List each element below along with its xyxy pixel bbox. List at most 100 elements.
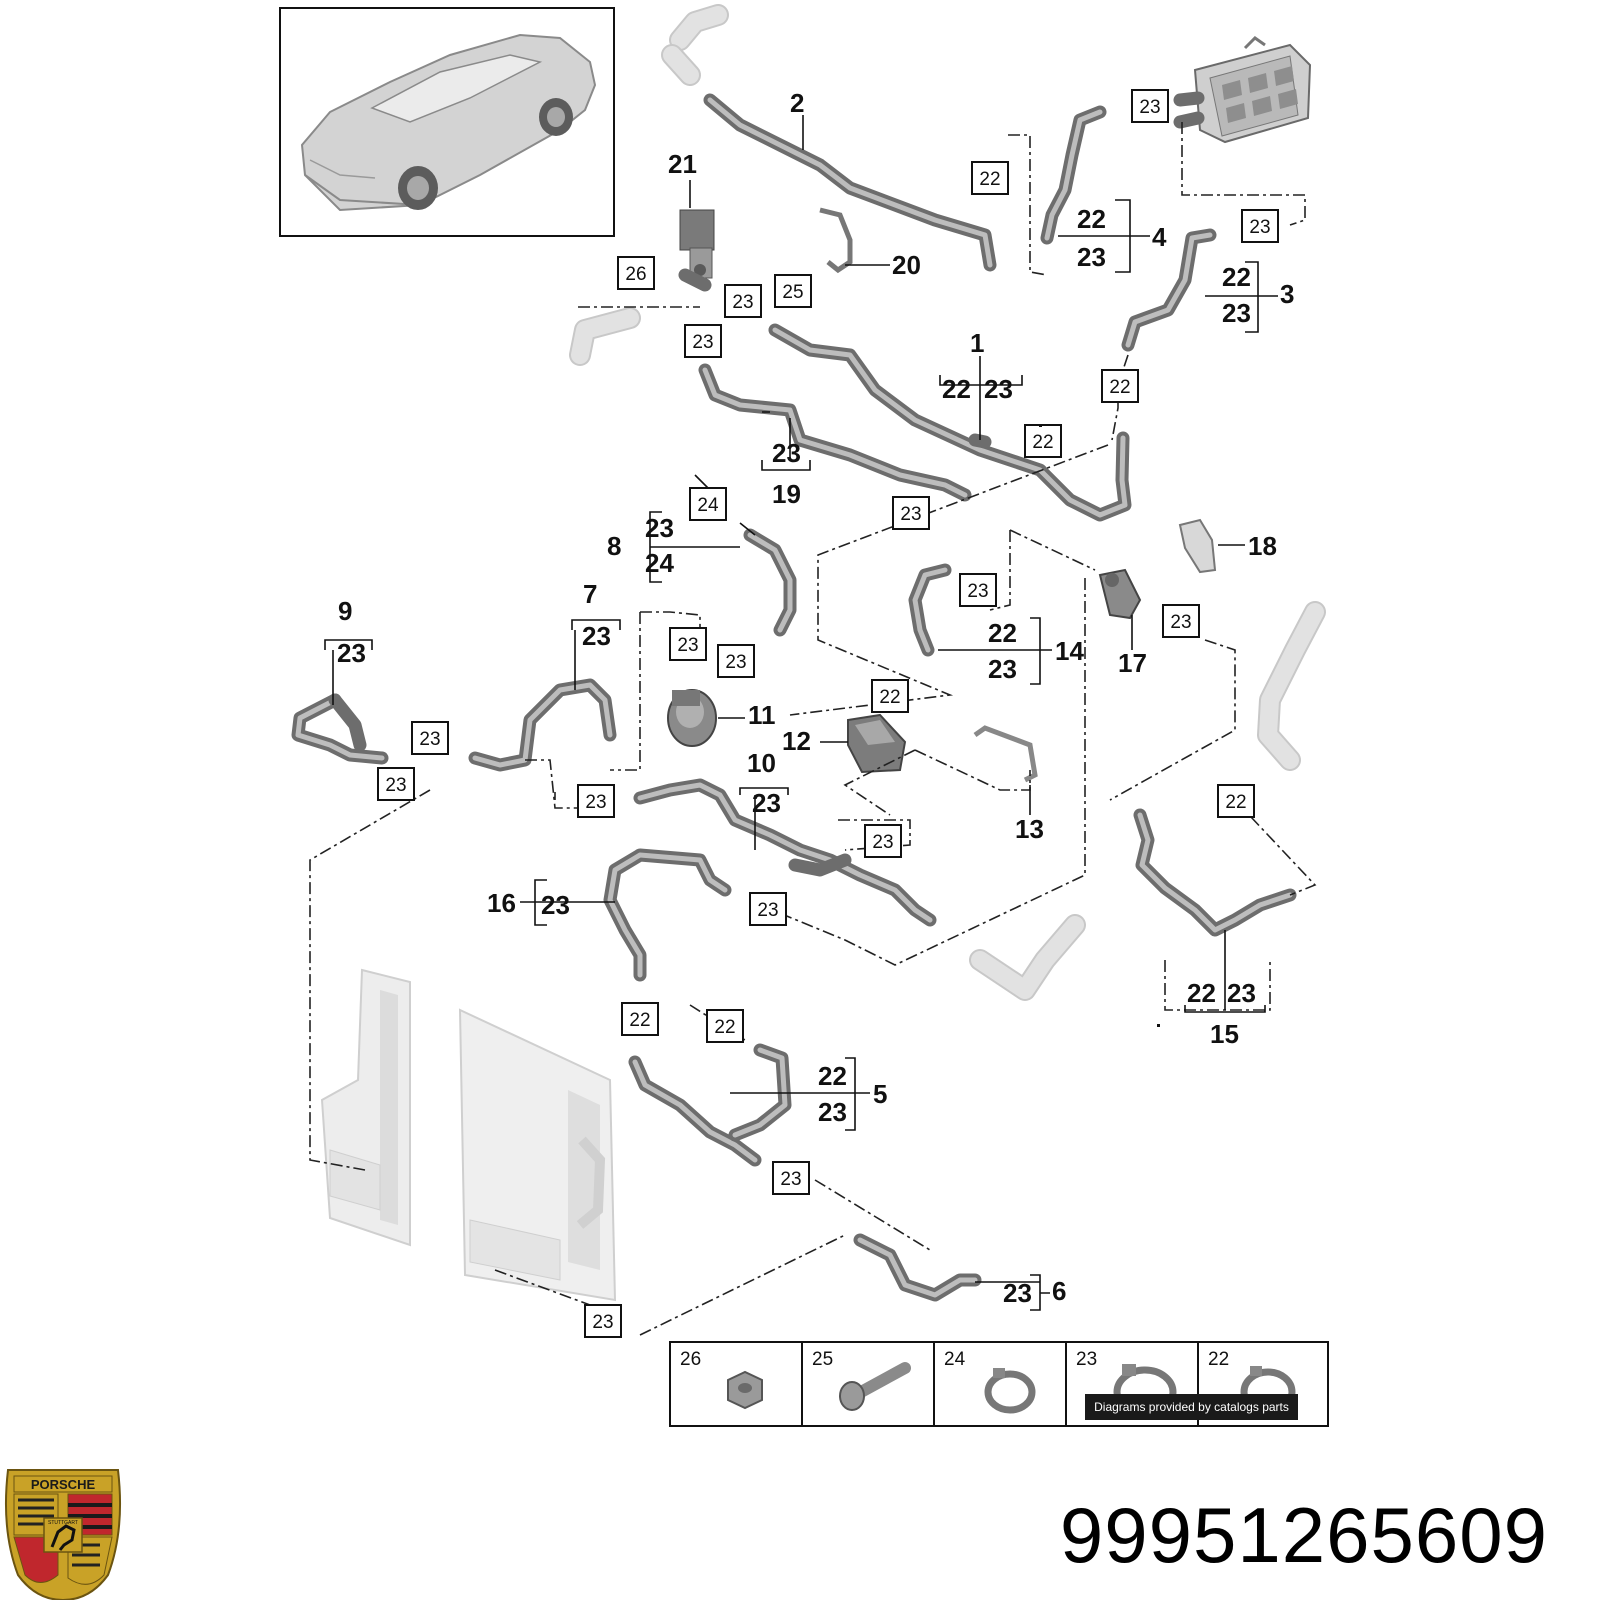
bracket-label: 22: [818, 1061, 847, 1091]
bracket-label: 23: [645, 513, 674, 543]
boxed-label: 23: [1170, 612, 1191, 633]
bracket-label: 22: [988, 618, 1017, 648]
boxed-label: 23: [1139, 97, 1160, 118]
boxed-label: 23: [592, 1312, 613, 1333]
boxed-label: 23: [900, 504, 921, 525]
boxed-label: 23: [732, 292, 753, 313]
boxed-label: 22: [629, 1010, 650, 1031]
boxed-label: 23: [677, 635, 698, 656]
legend-label: 24: [944, 1349, 966, 1370]
boxed-label: 22: [979, 169, 1000, 190]
callout-13: 13: [1015, 814, 1044, 844]
bracket-label: 24: [645, 548, 674, 578]
boxed-label: 24: [697, 495, 719, 516]
bracket-label: 23: [752, 788, 781, 818]
callout-20: 20: [892, 250, 921, 280]
callout-19: 19: [772, 479, 801, 509]
boxed-labels: 23 22 23 22 22 26 25 23 23 22 24 23 23 2…: [377, 89, 1279, 1338]
porsche-crest: PORSCHE STUTTGART: [4, 1469, 122, 1600]
part-number: 99951265609: [1059, 1491, 1548, 1579]
bracket-20: [819, 207, 853, 274]
callout-17: 17: [1118, 648, 1147, 678]
boxed-label: 23: [872, 832, 893, 853]
bracket-label: 22: [1222, 262, 1251, 292]
callout-2: 2: [790, 88, 804, 118]
bracket-label: 23: [1003, 1278, 1032, 1308]
bracket-label: 23: [1222, 298, 1251, 328]
callout-1: 1: [970, 328, 984, 358]
callout-7: 7: [583, 579, 597, 609]
coolant-hoses: [291, 93, 1297, 1302]
boxed-label: 25: [782, 282, 803, 303]
boxed-label: 23: [385, 775, 406, 796]
callout-12: 12: [782, 726, 811, 756]
boxed-label: 23: [1249, 217, 1270, 238]
callout-10: 10: [747, 748, 776, 778]
pump-12: [847, 713, 907, 774]
legend-label: 25: [812, 1349, 833, 1370]
bracket-label: 23: [988, 654, 1017, 684]
bracket-label: 22: [942, 374, 971, 404]
pump-11: [667, 689, 717, 747]
valve-21: [678, 209, 715, 292]
callout-6: 6: [1052, 1276, 1066, 1306]
bracket-label: 23: [337, 638, 366, 668]
bracket-label: 23: [818, 1097, 847, 1127]
coolant-hose-19: [698, 363, 972, 502]
callout-15: 15: [1210, 1019, 1239, 1049]
bracket-label: 23: [772, 438, 801, 468]
bracket-label: 22: [1187, 978, 1216, 1008]
crest-city-text: STUTTGART: [48, 1520, 78, 1526]
bracket-18: [1178, 518, 1217, 574]
coolant-hose-3: [1121, 228, 1217, 352]
callout-4: 4: [1152, 222, 1167, 252]
boxed-label: 23: [780, 1169, 801, 1190]
boxed-label: 22: [879, 687, 900, 708]
legend-label: 23: [1076, 1349, 1097, 1370]
clamp-legend: 26 25 24 23 22: [669, 1341, 1329, 1427]
legend-label: 26: [680, 1349, 701, 1370]
callout-3: 3: [1280, 279, 1294, 309]
bracket-label: 22: [1077, 204, 1106, 234]
valve-17: [1098, 568, 1142, 620]
bracket-label: 23: [1077, 242, 1106, 272]
bracket-label: 23: [1227, 978, 1256, 1008]
coolant-hose-7: [468, 678, 617, 772]
bracket-label: 23: [984, 374, 1013, 404]
vehicle-thumbnail: [279, 7, 615, 237]
boxed-label: 23: [585, 792, 606, 813]
coolant-hose-15: [1133, 808, 1297, 937]
boxed-label: 23: [419, 729, 440, 750]
bracket-label: 23: [541, 890, 570, 920]
boxed-label: 23: [757, 900, 778, 921]
nut-icon: [727, 1370, 763, 1410]
diagram-credit: Diagrams provided by catalogs parts: [1085, 1394, 1298, 1420]
boxed-label: 22: [1225, 792, 1246, 813]
boxed-label: 23: [725, 652, 746, 673]
boxed-label: 23: [967, 581, 988, 602]
bolt-icon: [839, 1362, 911, 1411]
boxed-label: 22: [1032, 432, 1053, 453]
boxed-label: 26: [625, 264, 646, 285]
callout-21: 21: [668, 149, 697, 179]
boxed-label: 23: [692, 332, 713, 353]
callout-numbers: 2 21 20 4 3 1 19 8 7 9 11 12 10 13 14 17…: [338, 88, 1294, 1306]
callout-11: 11: [748, 700, 776, 730]
leader-lines: [324, 115, 1278, 1311]
bracket-13: [973, 725, 1038, 783]
reference-parts: [320, 4, 1326, 1302]
callout-18: 18: [1248, 531, 1277, 561]
boxed-label: 22: [714, 1017, 735, 1038]
callout-5: 5: [873, 1079, 887, 1109]
callout-8: 8: [607, 531, 621, 561]
boxed-label: 22: [1109, 377, 1130, 398]
callout-16: 16: [487, 888, 516, 918]
callout-9: 9: [338, 596, 352, 626]
bracket-labels: 22 23 22 23 22 23 23 23 24 23 23 22 23 2…: [337, 204, 1256, 1308]
crest-text: PORSCHE: [31, 1477, 96, 1492]
legend-label: 22: [1208, 1349, 1229, 1370]
bracket-label: 23: [582, 621, 611, 651]
components: [667, 36, 1312, 783]
callout-14: 14: [1055, 636, 1084, 666]
